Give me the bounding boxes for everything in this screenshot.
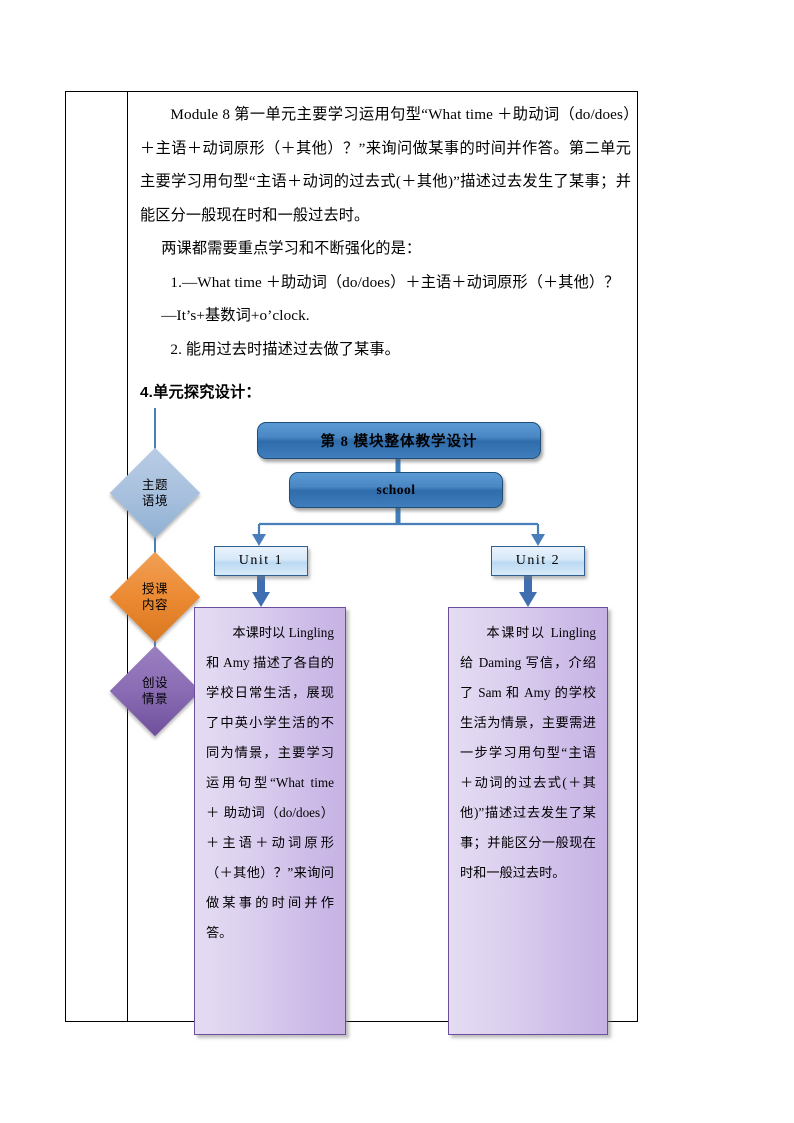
unit-2-box[interactable]: Unit 2: [491, 546, 585, 576]
paragraph-overview: Module 8 第一单元主要学习运用句型“What time ＋助动词（do/…: [140, 106, 631, 224]
table-left-column: [66, 92, 128, 1021]
diamond-theme-context-label: 主题 语境: [125, 477, 185, 509]
paragraph-focus-intro: 两课都需要重点学习和不断强化的是：: [161, 240, 422, 257]
section-heading-unit-design: 4.单元探究设计：: [140, 384, 261, 401]
diamond-teaching-content-label: 授课 内容: [125, 581, 185, 613]
diamond-scene-line1: 创设: [141, 676, 168, 690]
diamond-content-line1: 授课: [141, 582, 168, 596]
diamond-theme-line1: 主题: [141, 478, 168, 492]
unit-1-description-text: 本课时以 Lingling 和 Amy 描述了各自的学校日常生活，展现了中英小学…: [206, 625, 334, 940]
paragraph-item-2: 2. 能用过去时描述过去做了某事。: [170, 340, 400, 358]
paragraph-item-1-answer: —It’s+基数词+o’clock.: [161, 307, 310, 324]
unit-2-description-text: 本课时以 Lingling 给 Daming 写信，介绍了 Sam 和 Amy …: [460, 625, 596, 880]
module-title-box[interactable]: 第 8 模块整体教学设计: [257, 422, 541, 459]
diamond-scene-line2: 情景: [141, 692, 168, 706]
table-content-column: Module 8 第一单元主要学习运用句型“What time ＋助动词（do/…: [134, 92, 639, 1021]
school-topic-box[interactable]: school: [289, 472, 503, 508]
diamond-scene-creation-label: 创设 情景: [125, 675, 185, 707]
diamond-theme-line2: 语境: [141, 494, 168, 508]
paragraph-item-1: 1.—What time ＋助动词（do/does）＋主语＋动词原形（＋其他）？: [170, 273, 620, 291]
unit-1-box[interactable]: Unit 1: [214, 546, 308, 576]
unit-2-description-box[interactable]: 本课时以 Lingling 给 Daming 写信，介绍了 Sam 和 Amy …: [448, 607, 608, 1035]
unit-1-description-box[interactable]: 本课时以 Lingling 和 Amy 描述了各自的学校日常生活，展现了中英小学…: [194, 607, 346, 1035]
diamond-content-line2: 内容: [141, 598, 168, 612]
document-table: Module 8 第一单元主要学习运用句型“What time ＋助动词（do/…: [65, 91, 638, 1022]
